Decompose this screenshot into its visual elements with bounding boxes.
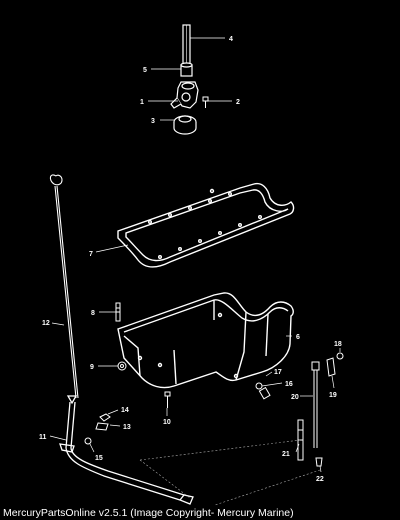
callout-15: 15 — [95, 455, 103, 462]
dipstick-tube — [59, 395, 194, 505]
callout-19: 19 — [329, 392, 337, 399]
callout-8: 8 — [91, 310, 95, 317]
callout-12: 12 — [42, 320, 50, 327]
callout-6: 6 — [296, 334, 300, 341]
pan-bolt — [164, 391, 171, 408]
copyright-footer: MercuryPartsOnline v2.5.1 (Image Copyrig… — [3, 507, 294, 519]
callout-7: 7 — [89, 251, 93, 258]
callout-4: 4 — [229, 36, 233, 43]
callout-1: 1 — [140, 99, 144, 106]
oil-pan-gasket — [117, 182, 295, 268]
oil-pump-screen — [173, 115, 197, 135]
tube-nut — [84, 437, 92, 445]
callout-16: 16 — [285, 381, 293, 388]
callout-3: 3 — [151, 118, 155, 125]
callout-17: 17 — [274, 369, 282, 376]
callout-9: 9 — [90, 364, 94, 371]
drain-plug — [117, 361, 127, 371]
pickup-tube-rod — [182, 24, 191, 66]
oil-pump-body — [170, 81, 199, 109]
callout-5: 5 — [143, 67, 147, 74]
dashed-reference-lines — [139, 439, 321, 506]
fitting-assembly — [311, 352, 344, 448]
callout-2: 2 — [236, 99, 240, 106]
lower-fitting — [297, 419, 323, 467]
pan-stud — [115, 302, 121, 322]
callout-14: 14 — [121, 407, 129, 414]
callout-20: 20 — [291, 394, 299, 401]
sleeve-part — [180, 62, 193, 77]
pump-bolt — [202, 96, 209, 108]
callout-21: 21 — [282, 451, 290, 458]
leader-lines — [49, 37, 341, 473]
callout-10: 10 — [163, 419, 171, 426]
part-callouts: 1 2 3 4 5 6 7 8 9 10 11 12 13 14 15 16 1… — [39, 36, 342, 483]
oil-pan — [117, 292, 294, 389]
dipstick — [49, 174, 79, 399]
callout-22: 22 — [316, 476, 324, 483]
callout-18: 18 — [334, 341, 342, 348]
oil-sensor — [255, 382, 271, 400]
callout-13: 13 — [123, 424, 131, 431]
callout-11: 11 — [39, 434, 47, 441]
tube-bracket — [95, 413, 111, 431]
